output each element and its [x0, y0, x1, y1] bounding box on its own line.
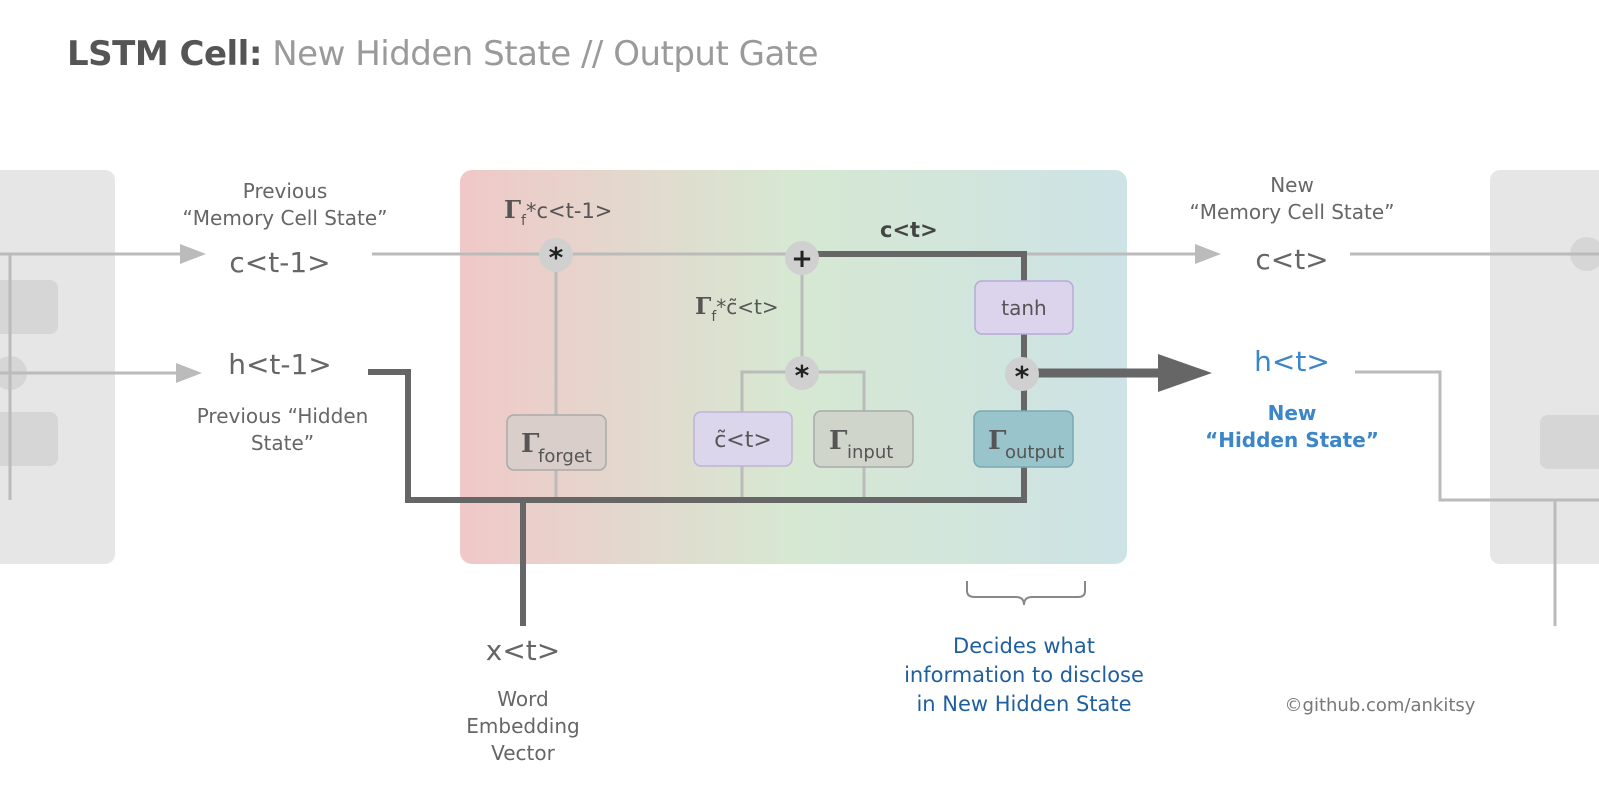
page-title: LSTM Cell: New Hidden State // Output Ga…: [67, 34, 819, 74]
multiply-icon: *: [795, 359, 810, 392]
output-label: output: [1005, 442, 1064, 463]
multiply-icon: *: [549, 241, 564, 274]
caption-line: information to disclose: [904, 663, 1144, 687]
multiply-icon: *: [1015, 360, 1030, 393]
gamma-symbol: Γ: [521, 429, 540, 459]
c-prev-label: c<t-1>: [229, 246, 331, 279]
caption-line: Word: [497, 687, 549, 711]
previous-cell: [0, 170, 115, 564]
c-new-label: c<t>: [1255, 243, 1329, 276]
previous-hidden-caption: Previous “Hidden State”: [170, 403, 395, 457]
light-connections: [0, 252, 1599, 500]
input-label: input: [847, 442, 893, 463]
h-new-label: h<t>: [1254, 345, 1330, 378]
new-hidden-caption: New “Hidden State”: [1172, 400, 1412, 454]
x-t-label: x<t>: [485, 634, 561, 667]
arrow-right-icon: [1195, 244, 1221, 264]
output-gate-annotation: Decides what information to disclose in …: [869, 632, 1179, 719]
input-product-label: Γf*c̃<t>: [695, 293, 779, 325]
next-cell: [1355, 170, 1599, 626]
caption-line: “Hidden State”: [1205, 428, 1379, 452]
caption-line: Decides what: [953, 634, 1095, 658]
candidate-box: c̃<t>: [693, 411, 793, 467]
caption-line: New: [1270, 173, 1314, 197]
caption-line: Embedding: [466, 714, 580, 738]
forget-gate-box: Γ forget: [506, 414, 607, 471]
arrow-right-icon: [176, 363, 202, 383]
caption-line: State”: [250, 431, 315, 455]
caption-line: Previous “Hidden: [196, 404, 369, 428]
brace-icon: [966, 581, 1086, 606]
tanh-box: tanh: [974, 280, 1074, 335]
input-gate-box: Γ input: [813, 410, 914, 468]
previous-memory-caption: Previous “Memory Cell State”: [165, 178, 405, 232]
tanh-label: tanh: [1001, 296, 1046, 320]
add-icon: +: [791, 244, 813, 274]
credit-text: ©github.com/ankitsy: [1284, 695, 1476, 716]
forget-label: forget: [538, 446, 592, 467]
word-embedding-caption: Word Embedding Vector: [413, 686, 633, 767]
caption-line: in New Hidden State: [916, 692, 1132, 716]
caption-line: Vector: [491, 741, 555, 765]
forget-product-label: Γf*c<t-1>: [504, 195, 612, 229]
add-node: +: [785, 241, 819, 275]
caption-line: Previous: [242, 179, 328, 203]
caption-line: New: [1267, 401, 1317, 425]
new-memory-caption: New “Memory Cell State”: [1172, 172, 1412, 226]
input-multiply-node: *: [785, 356, 819, 392]
title-subtitle: New Hidden State // Output Gate: [272, 34, 819, 74]
arrow-right-icon: [180, 244, 206, 264]
arrow-right-icon: [1158, 354, 1212, 392]
candidate-label: c̃<t>: [714, 428, 772, 453]
cell-state-internal-label: c<t>: [880, 218, 938, 242]
forget-multiply-node: *: [539, 238, 573, 274]
caption-line: “Memory Cell State”: [1189, 200, 1395, 224]
output-multiply-node: *: [1005, 357, 1039, 393]
dark-connections: [368, 251, 1165, 626]
title-bold: LSTM Cell:: [67, 34, 262, 74]
gamma-symbol: Γ: [988, 426, 1007, 456]
output-gate-box: Γ output: [973, 410, 1074, 468]
h-prev-label: h<t-1>: [228, 348, 332, 381]
caption-line: “Memory Cell State”: [182, 206, 388, 230]
gamma-symbol: Γ: [829, 426, 848, 456]
